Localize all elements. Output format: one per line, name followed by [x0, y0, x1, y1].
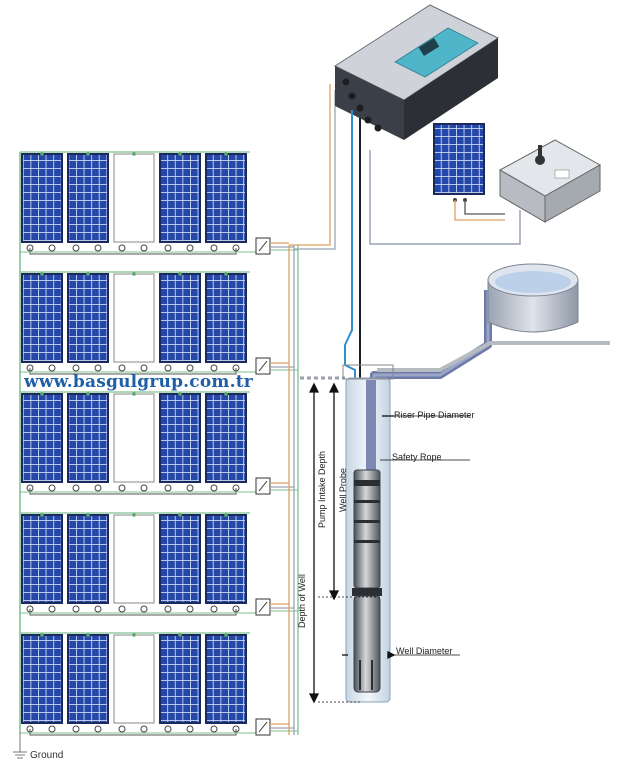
solar-panel	[67, 514, 109, 604]
empty-panel-slot	[113, 153, 155, 243]
well-probe-label: Well Probe	[338, 468, 348, 512]
empty-panel-slot	[113, 393, 155, 483]
solar-panel	[21, 393, 63, 483]
solar-panel	[205, 514, 247, 604]
ground-label: Ground	[30, 750, 64, 761]
solar-panel	[159, 153, 201, 243]
dimension-lines	[308, 382, 470, 704]
solar-panel	[67, 273, 109, 363]
pump-intake-depth-label: Pump Intake Depth	[317, 450, 327, 528]
solar-panel	[67, 153, 109, 243]
panel-row	[20, 632, 298, 736]
solar-panel	[21, 634, 63, 724]
disconnect-switch-box	[369, 139, 602, 245]
solar-panel	[205, 153, 247, 243]
solar-panel	[205, 273, 247, 363]
solar-panel	[21, 514, 63, 604]
panel-row	[20, 391, 298, 495]
solar-panel	[205, 393, 247, 483]
solar-panel	[159, 393, 201, 483]
submersible-pump	[352, 469, 382, 693]
ground-level	[300, 341, 610, 380]
depth-of-well-label: Depth of Well	[297, 574, 307, 628]
solar-panel	[21, 273, 63, 363]
solar-panel	[159, 273, 201, 363]
panel-row	[20, 151, 298, 255]
pump-controller	[333, 4, 500, 140]
solar-panel	[67, 393, 109, 483]
safety-rope-label: Safety Rope	[392, 452, 442, 462]
solar-panel	[67, 634, 109, 724]
water-tank	[487, 263, 579, 333]
well-diameter-label: Well Diameter	[396, 646, 453, 656]
empty-panel-slot	[113, 634, 155, 724]
solar-panel	[205, 634, 247, 724]
combiner-wiring	[288, 84, 336, 735]
ground-symbol	[13, 730, 27, 759]
panel-row	[20, 512, 298, 616]
riser-pipe-diameter-label: Riser Pipe Diameter	[394, 410, 475, 420]
solar-panel	[159, 634, 201, 724]
solar-panel	[21, 153, 63, 243]
solar-array	[20, 151, 298, 736]
riser-pipe	[366, 380, 376, 480]
small-solar-panel	[433, 123, 505, 221]
solar-panel	[159, 514, 201, 604]
empty-panel-slot	[113, 514, 155, 604]
panel-row	[20, 271, 298, 375]
website-watermark: www.basgulgrup.com.tr	[24, 372, 253, 392]
empty-panel-slot	[113, 273, 155, 363]
